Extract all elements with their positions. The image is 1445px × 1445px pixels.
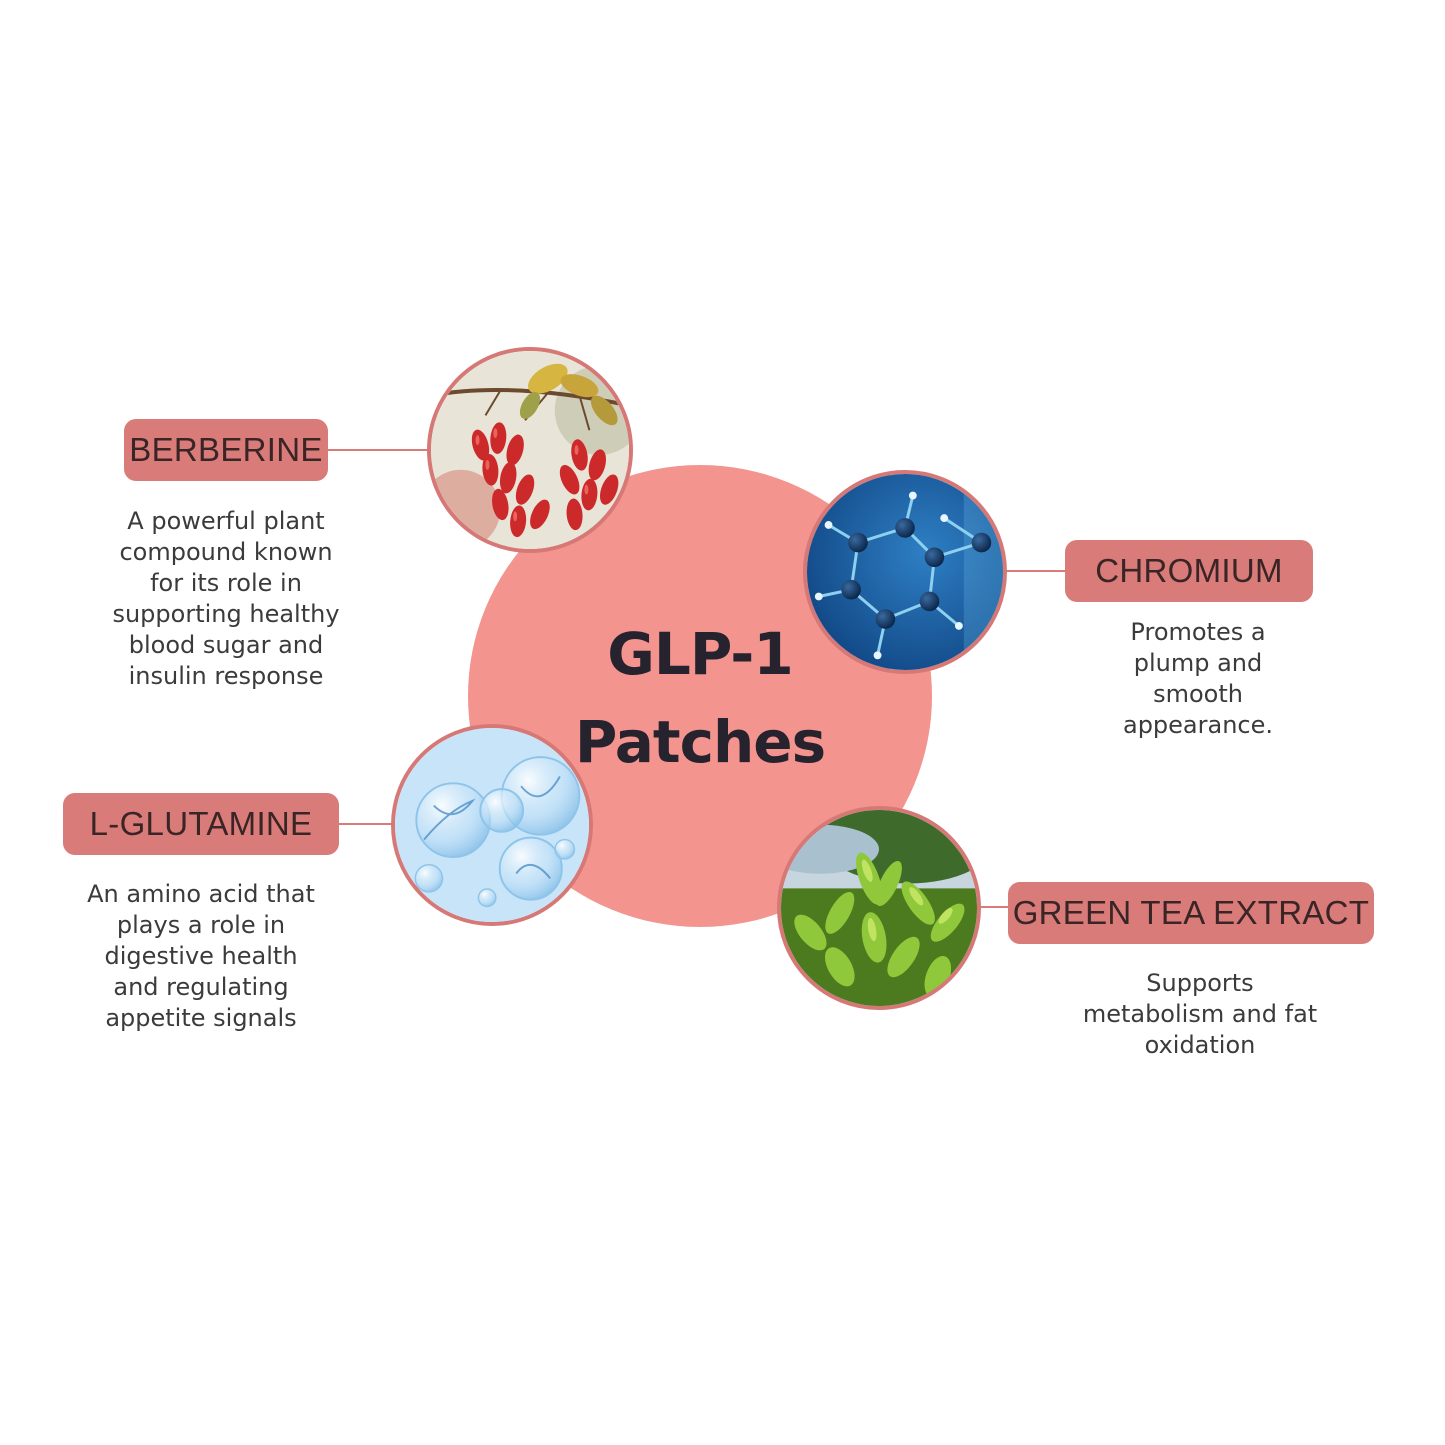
center-title-line1: GLP-1 bbox=[607, 620, 793, 688]
berberine-connector bbox=[326, 449, 434, 451]
green-tea-extract-description: Supports metabolism and fat oxidation bbox=[1082, 969, 1318, 1059]
center-title: GLP-1 Patches bbox=[468, 610, 932, 786]
berberine-label: BERBERINE bbox=[124, 419, 328, 481]
l-glutamine-label: L-GLUTAMINE bbox=[63, 793, 339, 855]
molecule-icon bbox=[803, 470, 1007, 674]
chromium-label: CHROMIUM bbox=[1065, 540, 1313, 602]
green-tea-extract-label: GREEN TEA EXTRACT bbox=[1008, 882, 1374, 944]
green-tea-connector bbox=[976, 906, 1012, 908]
center-title-line2: Patches bbox=[574, 708, 826, 776]
tea-leaves-icon bbox=[777, 806, 981, 1010]
l-glutamine-connector bbox=[338, 823, 396, 825]
chromium-connector bbox=[1000, 570, 1068, 572]
chromium-description: Promotes a plump and smooth appearance. bbox=[1122, 618, 1274, 739]
dna-bubbles-icon bbox=[391, 724, 593, 926]
berberine-description: A powerful plant compound known for its … bbox=[112, 507, 340, 690]
l-glutamine-description: An amino acid that plays a role in diges… bbox=[87, 880, 315, 1032]
barberry-berries-icon bbox=[427, 347, 633, 553]
